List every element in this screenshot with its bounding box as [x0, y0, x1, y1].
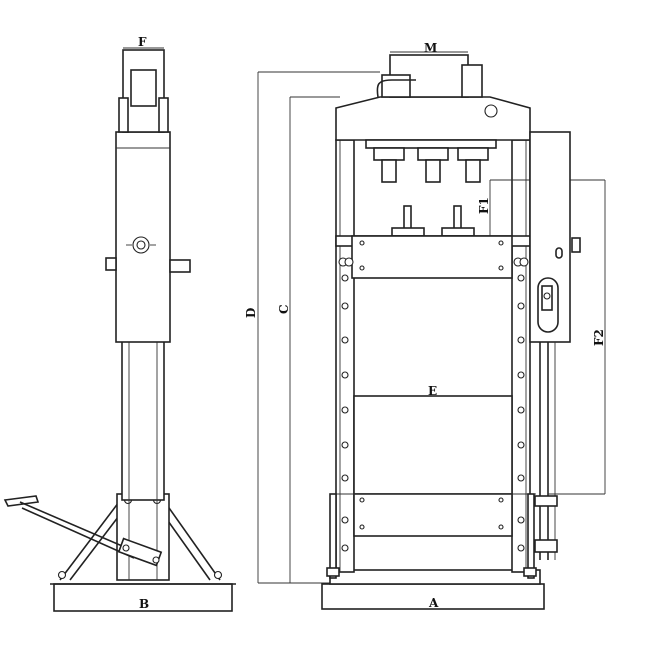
dim-label-f: F [138, 35, 147, 49]
rams [365, 139, 497, 183]
front-view: D C A [244, 41, 606, 610]
dim-label-b: B [139, 597, 149, 611]
left-upright-holes [341, 274, 349, 552]
dim-label-e: E [428, 384, 437, 398]
dim-label-m: M [424, 41, 437, 55]
dim-label-a: A [428, 596, 439, 610]
middle-plate [353, 395, 513, 495]
dim-label-d: D [244, 308, 258, 318]
dim-label-f2: F2 [592, 329, 606, 346]
dim-label-f1: F1 [477, 197, 491, 214]
crosshead [335, 96, 531, 141]
front-base-plate [321, 583, 545, 610]
side-view: F B [3, 35, 236, 612]
right-upright-holes [517, 274, 525, 552]
upper-plate [351, 235, 513, 279]
side-base-plate [53, 583, 233, 612]
dim-label-c: C [277, 304, 291, 314]
